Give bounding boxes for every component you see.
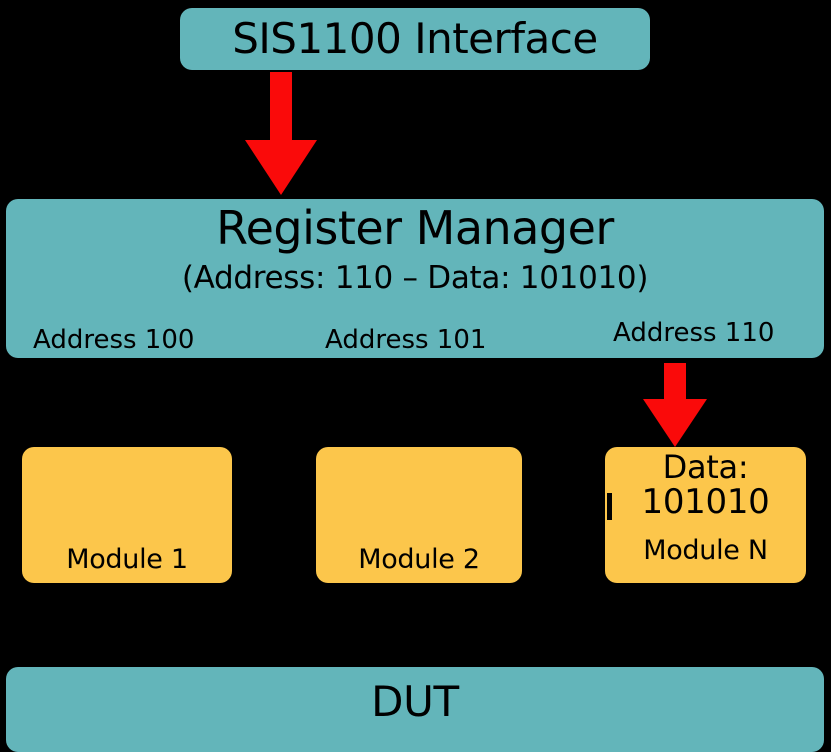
module-1-label: Module 1 — [66, 544, 188, 575]
register-manager-subtitle: (Address: 110 – Data: 101010) — [181, 260, 649, 296]
dut-block[interactable]: DUT — [6, 667, 824, 752]
address-slot-101-label: Address 101 — [325, 325, 487, 355]
arrow-shaft — [270, 72, 292, 142]
sis1100-interface-label: SIS1100 Interface — [232, 14, 598, 63]
address-slot-100-label: Address 100 — [33, 325, 195, 355]
module-n-label: Module N — [643, 535, 768, 566]
module-n-data-bits-value: 101010 — [641, 482, 770, 522]
arrow-register-manager-to-module-n-icon — [643, 363, 707, 447]
module-2-label: Module 2 — [358, 544, 480, 575]
sis1100-interface-block[interactable]: SIS1100 Interface — [180, 8, 650, 70]
dut-label: DUT — [371, 677, 459, 726]
arrow-head — [643, 399, 707, 447]
register-manager-block[interactable]: Register Manager (Address: 110 – Data: 1… — [6, 199, 824, 358]
address-slot-110-label: Address 110 — [613, 318, 775, 348]
register-manager-title: Register Manager — [216, 201, 614, 255]
arrow-head — [245, 140, 317, 195]
module-n-block[interactable]: Data: 101010 Module N — [605, 447, 806, 583]
module-n-data-word-label: Data: — [662, 448, 749, 486]
module-n-clipped-glyph-artifact — [607, 493, 612, 520]
module-1-block[interactable]: Module 1 — [22, 447, 232, 583]
module-2-block[interactable]: Module 2 — [316, 447, 522, 583]
arrow-sis1100-to-register-manager-icon — [245, 72, 317, 195]
arrow-shaft — [664, 363, 686, 401]
